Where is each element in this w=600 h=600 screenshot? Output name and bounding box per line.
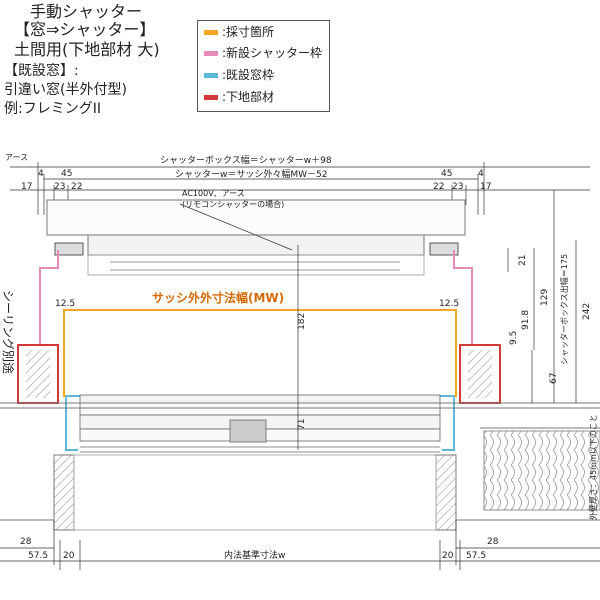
dim-21: 21	[518, 255, 528, 266]
title-line-3: 土間用(下地部材 大)	[14, 40, 160, 59]
legend-swatch-new-frame	[204, 51, 218, 56]
sash-outer-label: サッシ外外寸法幅(MW)	[152, 290, 284, 305]
legend-item-existing-frame: :既設窓枠	[204, 66, 274, 84]
sash-outer-measure-box	[63, 309, 457, 397]
ac-note-1: AC100V、アース	[182, 189, 245, 198]
legend-swatch-base-member	[204, 95, 218, 100]
dim-67: 67	[549, 373, 559, 384]
legend-item-base-member: :下地部材	[204, 88, 274, 106]
dim-129: 129	[540, 289, 550, 306]
new-shutter-frame	[39, 250, 473, 345]
shutter-box	[46, 199, 466, 276]
dim-17-left: 17	[21, 182, 32, 192]
dim-4-left: 4	[38, 169, 44, 179]
ac-note-2: (リモコンシャッターの場合)	[182, 199, 284, 209]
wall-note-label: 外壁厚さ：45mm以下のこと	[588, 414, 598, 520]
dim-242: 242	[582, 303, 592, 320]
dim-71: 71	[297, 419, 307, 430]
dim-20-right: 20	[442, 551, 454, 561]
box-projection-label: シャッターボックス出幅＝175	[559, 254, 569, 365]
dim-22-right: 22	[433, 182, 444, 192]
legend-item-measure: :採寸箇所	[204, 23, 274, 41]
dim-57-5-left: 57.5	[28, 551, 48, 561]
legend-item-new-frame: :新設シャッター枠	[204, 44, 322, 62]
dim-91-8: 91.8	[521, 310, 531, 330]
box-width-label: シャッターボックス幅＝シャッターw＋98	[160, 154, 332, 166]
dim-12-5-left: 12.5	[55, 299, 75, 309]
dim-57-5-right: 57.5	[466, 551, 486, 561]
dim-20-left: 20	[63, 551, 75, 561]
dim-9-5: 9.5	[509, 331, 519, 345]
sealing-label: シーリング別途	[1, 290, 16, 374]
dim-22-left: 22	[71, 182, 82, 192]
earth-label: アース	[5, 153, 28, 162]
dim-182: 182	[297, 313, 307, 330]
title-line-4: 【既設窓】:	[4, 63, 79, 79]
shutter-width-label: シャッターw＝サッシ外々幅MW－52	[175, 168, 327, 180]
dim-28-left: 28	[20, 537, 32, 547]
dim-23-right: 23	[452, 182, 463, 192]
right-dimension-lines	[507, 190, 577, 403]
title-line-2: 【窓⇒シャッター】	[14, 20, 156, 39]
dim-17-right: 17	[480, 182, 491, 192]
top-dimension-lines	[10, 162, 590, 215]
dim-45-right: 45	[441, 169, 452, 179]
title-line-1: 手動シャッター	[30, 2, 143, 21]
ac-note-leader	[179, 203, 293, 251]
legend-swatch-existing-frame	[204, 73, 218, 78]
dim-23-left: 23	[54, 182, 65, 192]
title-line-6: 例:フレミングII	[4, 101, 101, 117]
dim-4-right: 4	[478, 169, 484, 179]
floor-and-wall	[0, 402, 600, 531]
title-line-5: 引違い窓(半外付型)	[4, 82, 127, 98]
sash-internals	[79, 394, 441, 453]
bottom-dimension-lines	[0, 520, 600, 570]
dim-45-left: 45	[61, 169, 72, 179]
base-members	[17, 344, 501, 404]
legend: :採寸箇所 :新設シャッター枠 :既設窓枠 :下地部材	[197, 20, 330, 112]
dim-28-right: 28	[487, 537, 499, 547]
inner-ref-label: 内法基準寸法w	[224, 549, 285, 561]
dim-12-5-right: 12.5	[439, 299, 459, 309]
legend-swatch-measure	[204, 30, 218, 35]
